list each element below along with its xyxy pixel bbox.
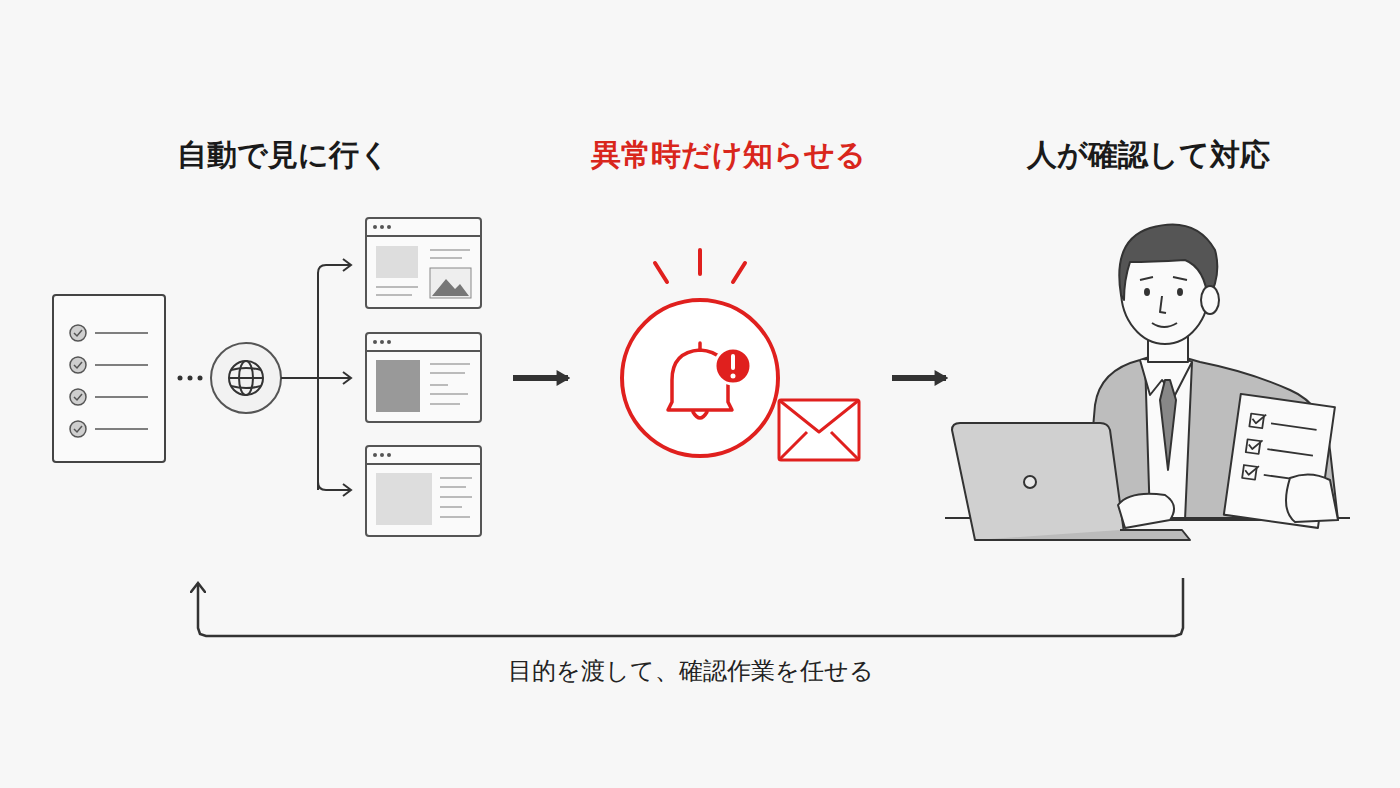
stage-node: 自動で見に行く [61,135,505,575]
alert-icon [622,250,778,456]
flow-arrow [513,375,568,381]
stage-node: 異常時だけ知らせる [572,135,884,575]
mail-icon [779,400,859,460]
flow-arrow [892,375,946,381]
person-illustration [945,224,1350,540]
edge-caption: 目的を渡して、確認作業を任せる [504,655,878,687]
checklist-icon [53,295,165,462]
globe-icon [211,343,281,413]
stage-heading: 異常時だけ知らせる [572,135,884,176]
stage-heading: 人が確認して対応 [950,135,1346,176]
stage-heading: 自動で見に行く [61,135,505,176]
flow-arrow [198,578,1183,636]
dots [178,376,203,381]
branch-arrows [281,259,351,496]
browser-windows [366,218,481,536]
stage-node: 人が確認して対応 [950,135,1346,575]
